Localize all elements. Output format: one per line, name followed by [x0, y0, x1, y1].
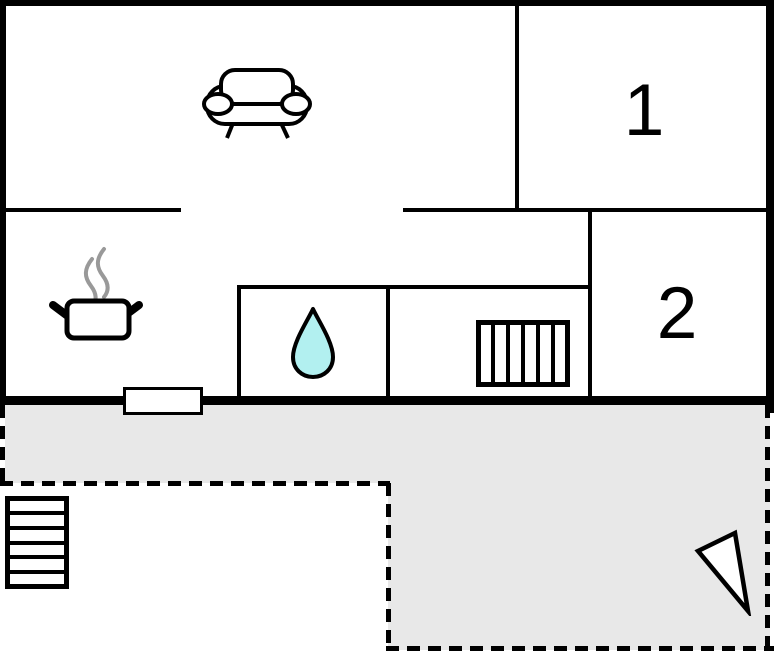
terrace-border-bottom: [386, 646, 774, 651]
room-1-label: 1: [623, 70, 665, 151]
wall-mid-left-segment: [0, 208, 181, 212]
stairs-icon: [5, 496, 69, 589]
door-marker: [123, 387, 203, 415]
water-drop-icon: [288, 304, 338, 382]
terrace-border-right: [765, 405, 770, 651]
terrace-area-lower: [388, 483, 770, 650]
wall-bathroom-left: [237, 285, 241, 400]
terrace-border-mid-horizontal: [0, 481, 390, 486]
wall-outer-left: [0, 0, 6, 405]
sofa-icon: [201, 64, 313, 142]
wall-bedroom2-left: [588, 208, 592, 400]
north-arrow-icon: [688, 524, 752, 616]
wall-outer-bottom: [0, 396, 770, 405]
wall-living-bedroom1: [515, 0, 519, 212]
wall-bathroom-top: [237, 285, 592, 289]
wall-outer-right: [766, 0, 774, 413]
wall-outer-top: [0, 0, 774, 6]
terrace-border-left: [0, 405, 5, 485]
room-2-label: 2: [656, 273, 698, 354]
cooking-pot-icon: [46, 243, 146, 343]
terrace-area-upper: [5, 405, 770, 483]
radiator-icon: [476, 320, 570, 387]
terrace-border-mid-vertical: [386, 483, 391, 649]
wall-bathroom-utility: [386, 285, 390, 400]
